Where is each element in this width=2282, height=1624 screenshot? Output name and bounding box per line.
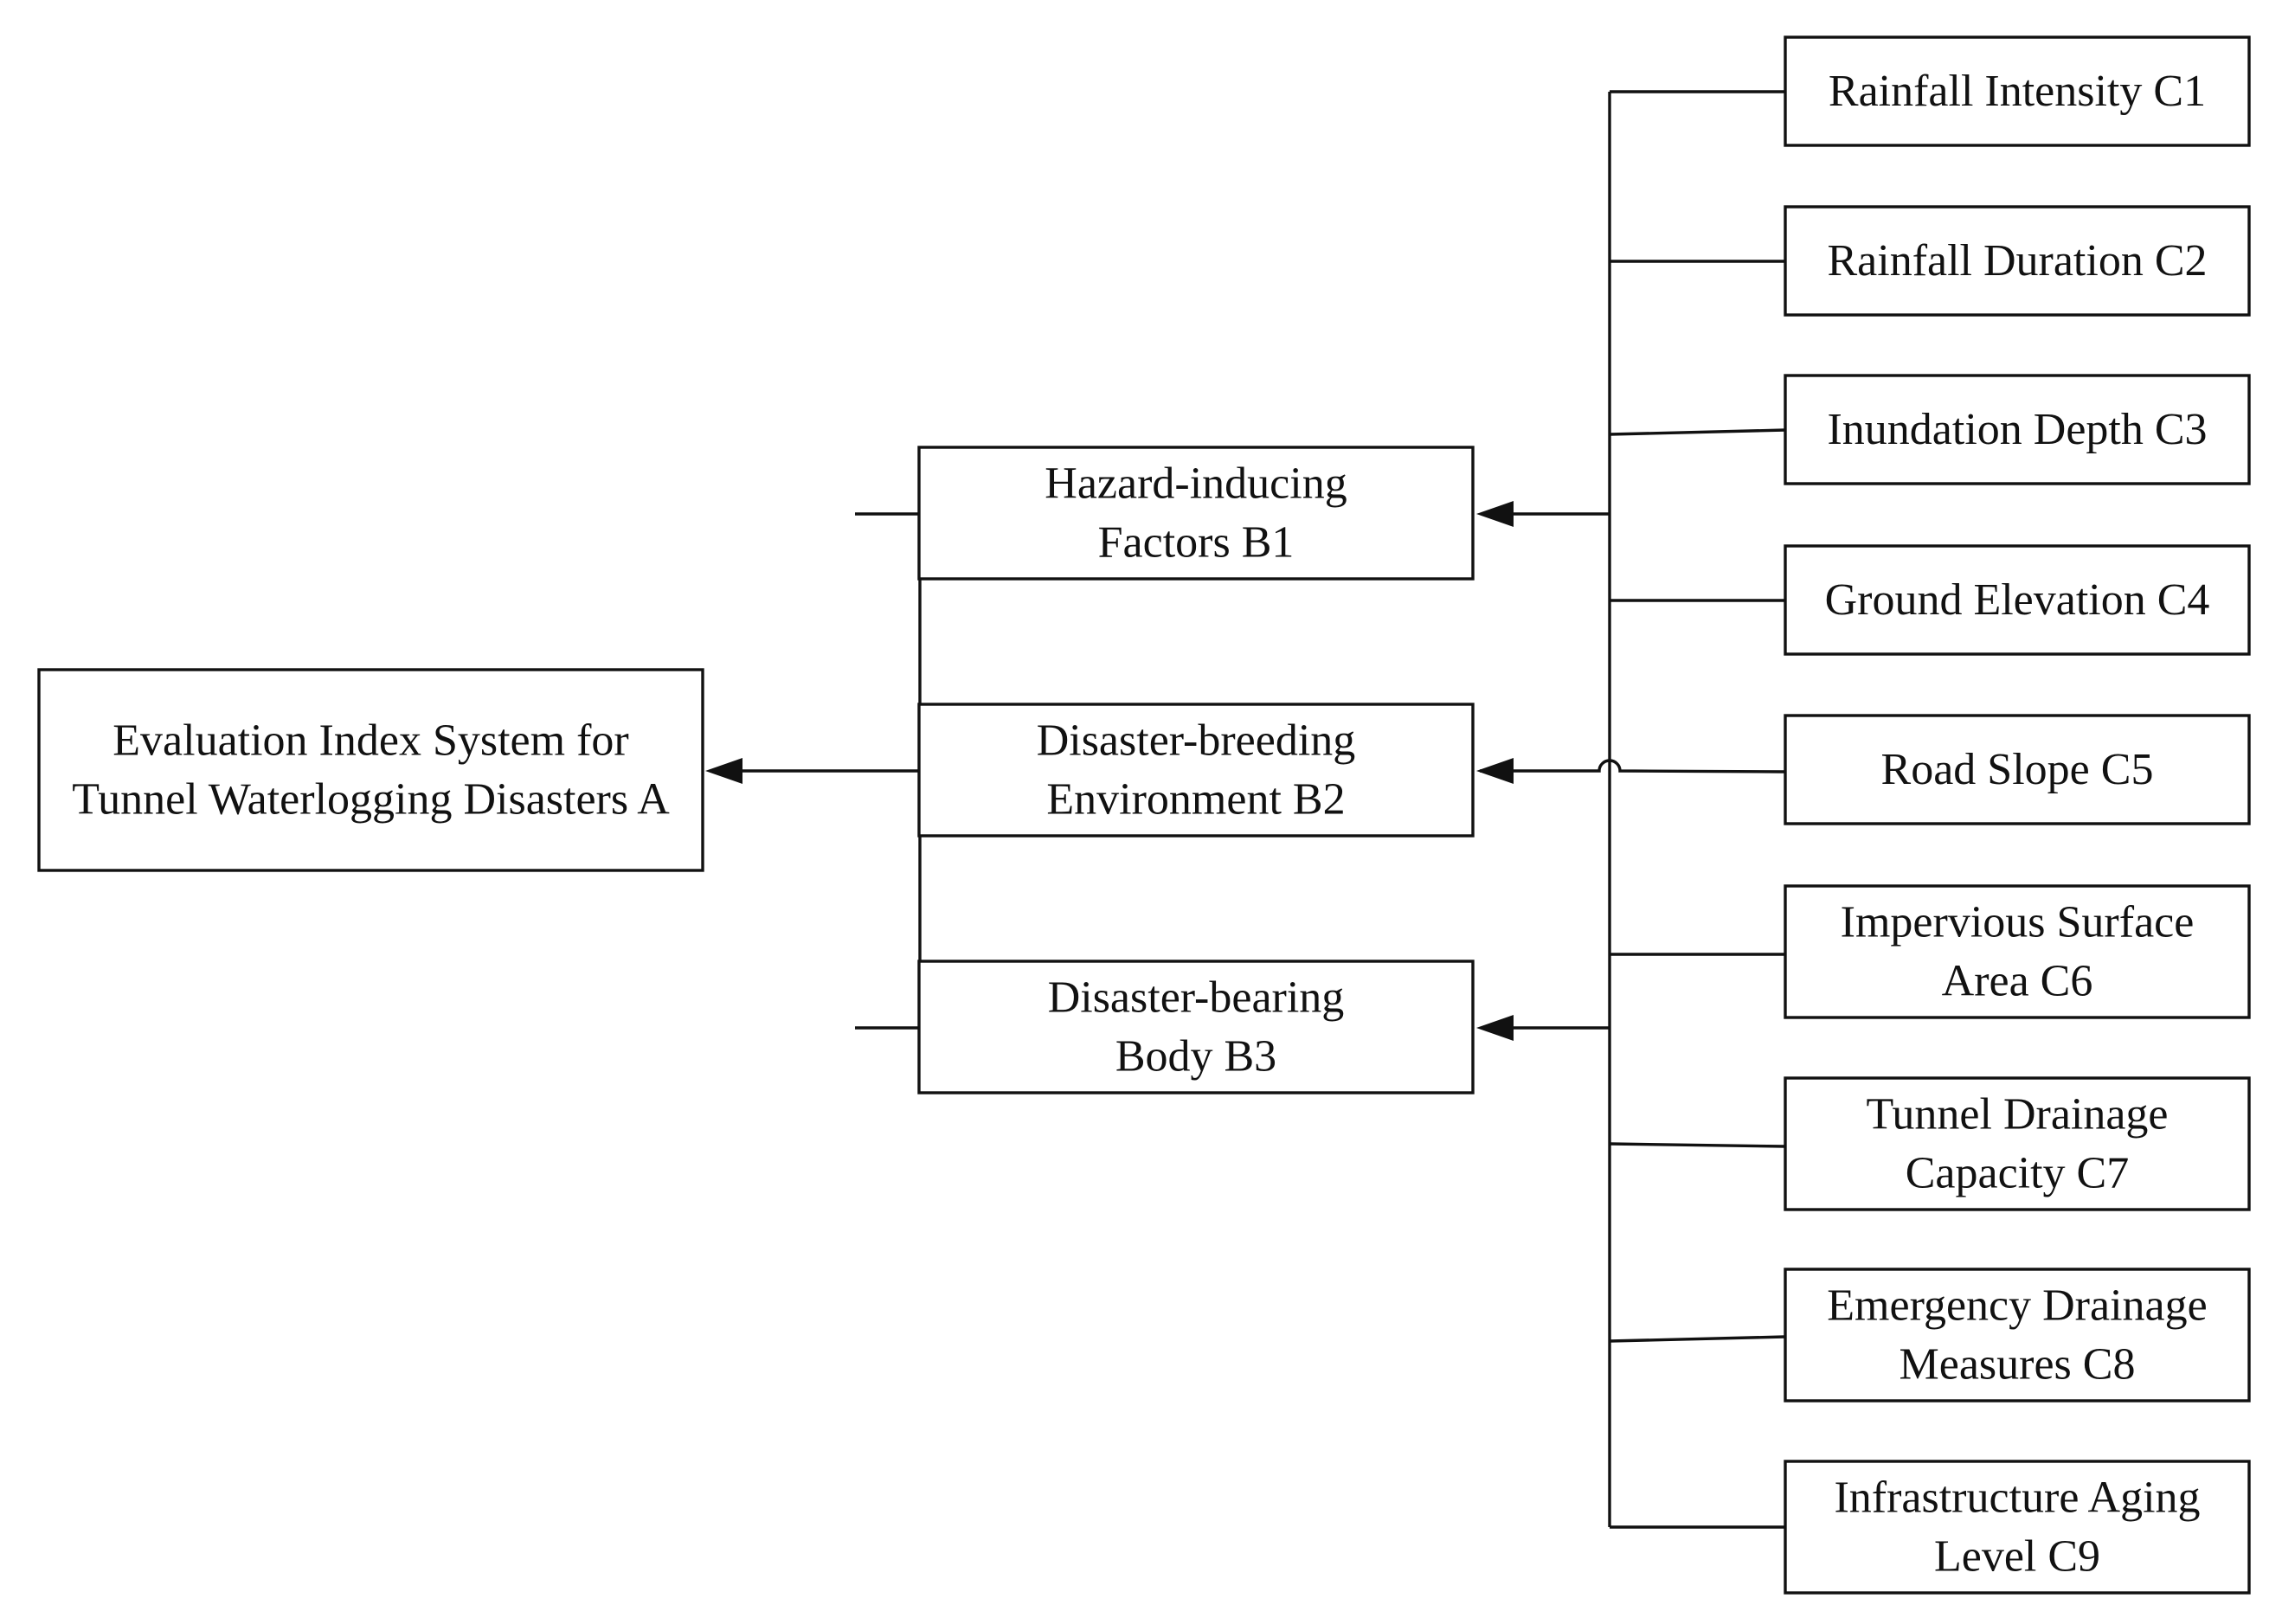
indicator-node-c6-label-line-1: Impervious Surface xyxy=(1841,898,2195,947)
indicator-node-c2-label-line-1: Rainfall Duration C2 xyxy=(1827,236,2207,286)
criteria-node-b2-box xyxy=(917,703,1475,838)
indicator-node-c1-box xyxy=(1784,35,2251,147)
criteria-node-b3-label-line-1: Disaster-bearing xyxy=(1048,973,1345,1023)
indicator-node-layer: Rainfall Intensity C1 Rainfall Duration C… xyxy=(1784,35,2251,1595)
indicator-node-c9-box xyxy=(1784,1460,2251,1595)
indicator-node-c6-label-line-2: Area C6 xyxy=(1942,957,2093,1006)
indicator-node-c5-label-line-1: Road Slope C5 xyxy=(1881,745,2154,794)
criteria-node-b1-box xyxy=(917,446,1475,581)
criteria-node-b1-label-line-1: Hazard-inducing xyxy=(1045,459,1347,509)
indicator-node-c3-box xyxy=(1784,374,2251,485)
arrowhead-b3 xyxy=(1476,1015,1514,1041)
arrowhead-b2 xyxy=(1476,758,1514,784)
criteria-node-b2-label-line-1: Disaster-breeding xyxy=(1037,716,1356,766)
criteria-connectors xyxy=(1476,90,1786,1529)
root-connectors xyxy=(705,512,922,1030)
indicator-node-c9-label-line-1: Infrastructure Aging xyxy=(1834,1473,2200,1523)
indicator-node-c3-label-line-1: Inundation Depth C3 xyxy=(1827,405,2207,454)
indicator-node-c7-label-line-1: Tunnel Drainage xyxy=(1866,1090,2168,1139)
branch-line-c8 xyxy=(1609,1335,1786,1343)
indicator-node-c3: Inundation Depth C3 xyxy=(1784,374,2251,485)
indicator-node-c8-label-line-1: Emergency Drainage xyxy=(1827,1281,2207,1331)
criteria-node-b3-label-line-2: Body B3 xyxy=(1115,1032,1276,1082)
indicator-node-c7-label-line-2: Capacity C7 xyxy=(1906,1149,2130,1198)
indicator-node-c4-label-line-1: Ground Elevation C4 xyxy=(1825,575,2210,625)
indicator-node-c8-label-line-2: Measures C8 xyxy=(1900,1340,2136,1390)
criteria-node-b3-box xyxy=(917,960,1475,1094)
arrowhead-root xyxy=(705,758,742,784)
indicator-node-c6-box xyxy=(1784,884,2251,1019)
arrowhead-b1 xyxy=(1476,501,1514,527)
indicator-node-c2-box xyxy=(1784,205,2251,317)
indicator-node-c5: Road Slope C5 xyxy=(1784,714,2251,825)
branch-line-c5 xyxy=(1480,759,1786,773)
indicator-node-c7-box xyxy=(1784,1076,2251,1211)
root-node-a-label-line-2: Tunnel Waterlogging Disasters A xyxy=(72,775,670,825)
branch-line-c7 xyxy=(1609,1142,1786,1148)
root-node-a-box xyxy=(37,668,704,872)
indicator-node-c4-box xyxy=(1784,544,2251,656)
indicator-node-c4: Ground Elevation C4 xyxy=(1784,544,2251,656)
branch-line-c3 xyxy=(1609,428,1786,436)
criteria-node-b1-label-line-2: Factors B1 xyxy=(1098,518,1295,568)
indicator-node-c2: Rainfall Duration C2 xyxy=(1784,205,2251,317)
indicator-node-c5-box xyxy=(1784,714,2251,825)
indicator-node-c8-box xyxy=(1784,1268,2251,1403)
root-node-a-label-line-1: Evaluation Index System for xyxy=(112,716,628,766)
indicator-node-c9-label-line-2: Level C9 xyxy=(1934,1532,2100,1582)
criteria-node-b2-label-line-2: Environment B2 xyxy=(1046,775,1345,825)
indicator-node-c1: Rainfall Intensity C1 xyxy=(1784,35,2251,147)
indicator-node-c1-label-line-1: Rainfall Intensity C1 xyxy=(1829,67,2206,116)
